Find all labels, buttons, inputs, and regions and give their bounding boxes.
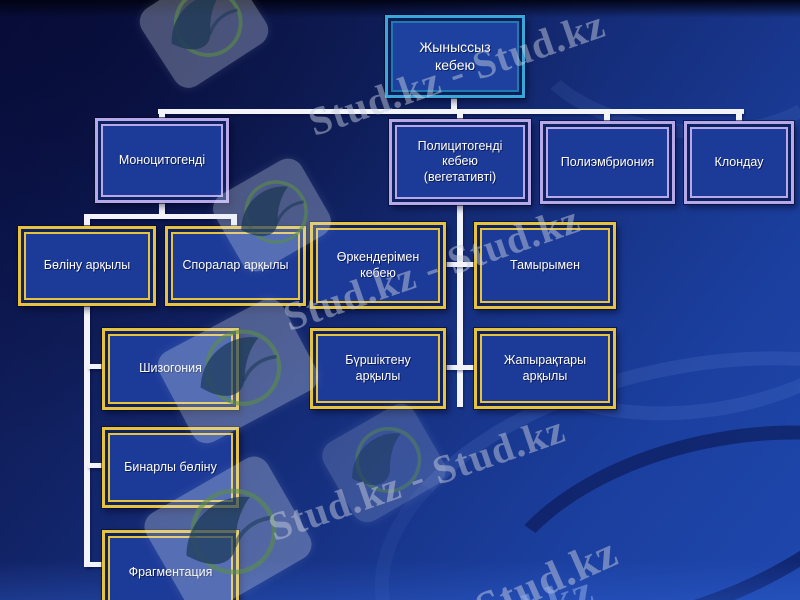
node-label: Бөліну арқылы [43, 258, 131, 273]
connector [84, 214, 237, 219]
node-by-roots: Тамырымен [474, 222, 616, 309]
node-label: Жыныссыз кебею [419, 39, 491, 73]
node-label: Клондау [714, 154, 764, 169]
studkz-logo-icon [133, 0, 275, 94]
node-by-shoots: Өркендерімен кебею [310, 222, 446, 309]
connector [604, 112, 610, 124]
node-label: Шизогония [139, 361, 202, 376]
node-schizogony: Шизогония [102, 328, 239, 410]
node-label: Жапырақтары арқылы [503, 352, 587, 383]
node-polyembryony: Полиэмбриония [540, 121, 675, 204]
connector [88, 562, 106, 567]
node-label: Полицитогенді кебею (вегетативті) [417, 138, 503, 184]
watermark-text: Stud.kz - Stud.kz [262, 406, 571, 550]
node-label: Фрагментация [128, 564, 213, 579]
watermark-text: Stud.kz [468, 527, 626, 600]
connector [158, 109, 744, 114]
connector [88, 364, 106, 369]
studkz-logo-icon [316, 398, 452, 528]
node-by-division: Бөліну арқылы [18, 226, 156, 306]
node-root: Жыныссыз кебею [385, 15, 525, 98]
connector [88, 463, 106, 468]
node-cloning: Клондау [684, 121, 794, 204]
watermark-text: Stud.kz [442, 565, 601, 600]
connector [457, 112, 463, 122]
connector [84, 304, 90, 567]
node-label: Бинарлы бөліну [124, 459, 217, 474]
background-swirl [457, 386, 800, 600]
connector [736, 112, 742, 124]
node-by-spores: Споралар арқылы [165, 226, 306, 306]
connector [440, 262, 478, 267]
connector [231, 217, 237, 229]
node-binary-division: Бинарлы бөліну [102, 427, 239, 508]
connector [440, 365, 478, 370]
connector [451, 95, 457, 113]
connector [159, 201, 165, 217]
node-label: Өркендерімен кебею [336, 249, 420, 280]
connector [84, 217, 90, 229]
node-label: Моноцитогенді [118, 152, 206, 167]
node-fragmentation: Фрагментация [102, 530, 239, 600]
node-polycytogenic: Полицитогенді кебею (вегетативті) [389, 119, 531, 205]
node-by-leaves: Жапырақтары арқылы [474, 328, 616, 409]
connector [457, 204, 463, 407]
node-label: Полиэмбриония [560, 154, 655, 169]
node-monocytogenic: Моноцитогенді [95, 118, 229, 203]
node-label: Бүршіктену арқылы [345, 352, 411, 383]
connector [159, 112, 165, 121]
node-by-budding: Бүршіктену арқылы [310, 328, 446, 409]
node-label: Тамырымен [510, 257, 580, 272]
node-label: Споралар арқылы [182, 258, 289, 273]
